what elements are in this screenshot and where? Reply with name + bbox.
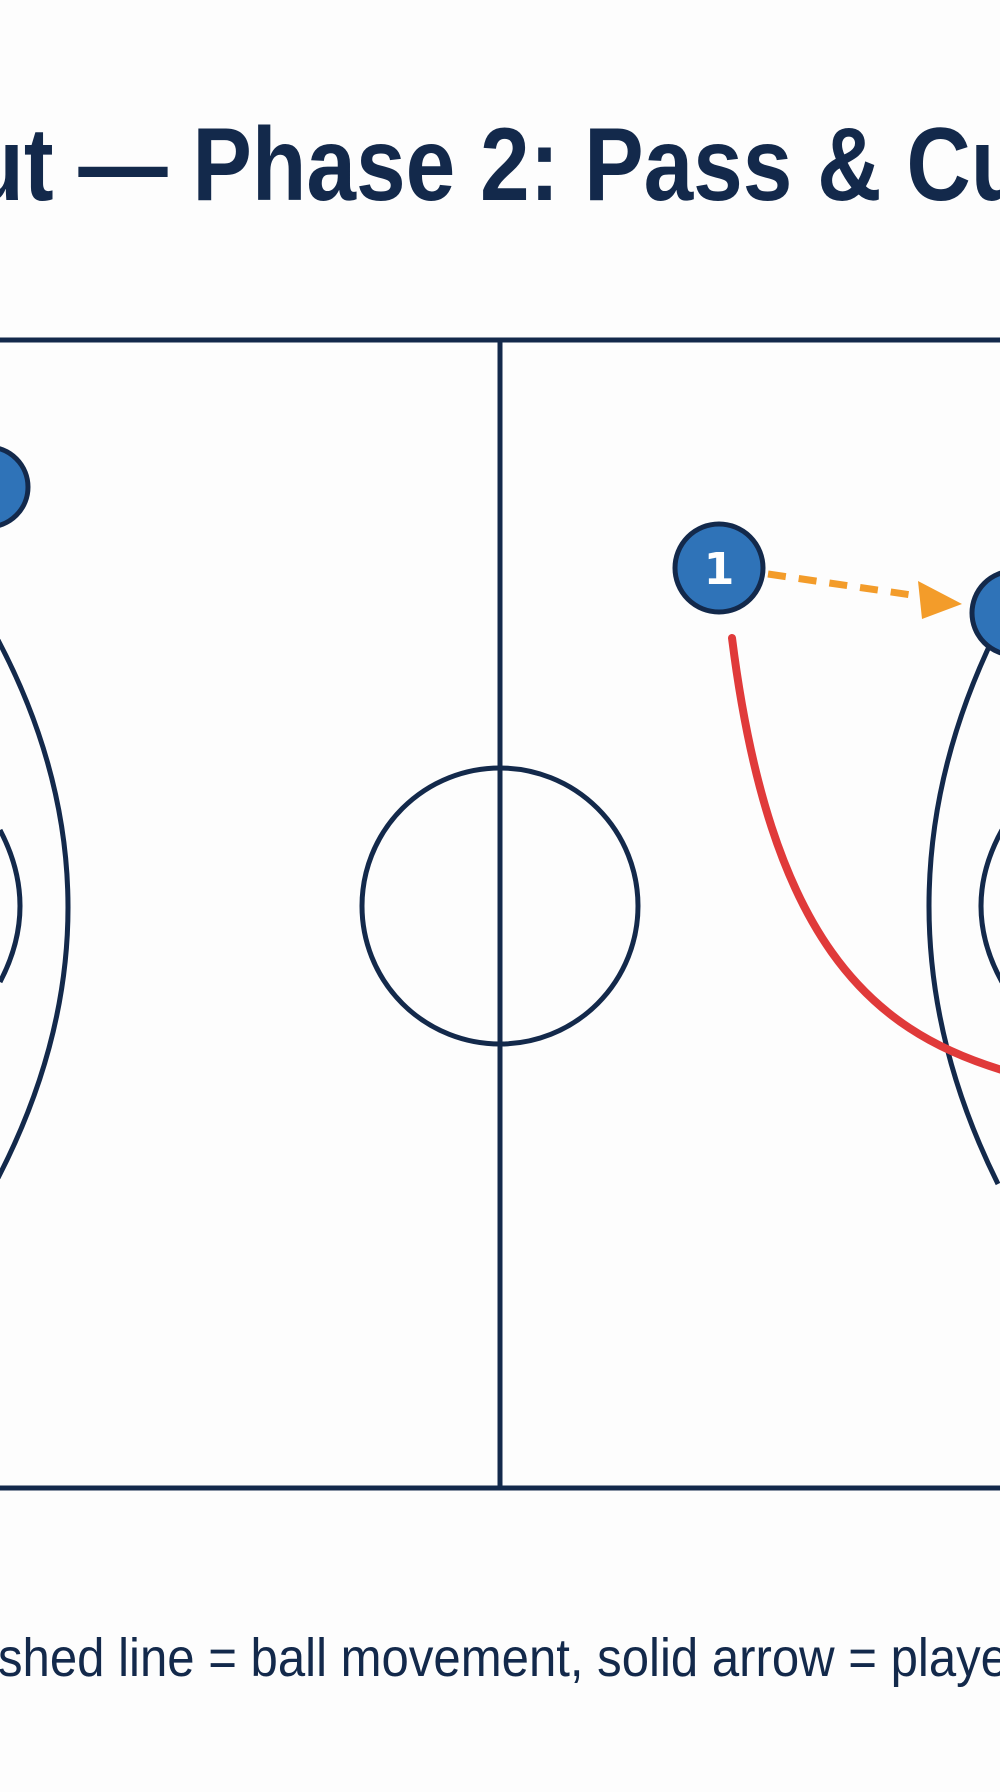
- player-edge-left-circle: [0, 446, 31, 528]
- players: 1: [0, 446, 1000, 656]
- pass-path: [767, 570, 926, 601]
- left-key-arc: [0, 828, 23, 984]
- diagram-title: Cut — Phase 2: Pass & Cut: [0, 107, 1000, 223]
- right-key-arc: [978, 828, 1000, 984]
- player-1-circle: [672, 521, 766, 615]
- left-three-point-arc: [0, 638, 71, 1180]
- movements: [728, 570, 1000, 1074]
- player-1-label: 1: [704, 544, 735, 595]
- legend-caption: shed line = ball movement, solid arrow =…: [0, 1628, 1000, 1688]
- cut-path: [728, 634, 1000, 1074]
- right-three-point-arc: [926, 626, 1000, 1186]
- center-circle: [359, 765, 641, 1047]
- player-edge-right-circle: [969, 570, 1000, 656]
- player-1-marker: 1: [672, 521, 766, 615]
- court: [0, 337, 1000, 1491]
- pass-arrowhead: [918, 581, 962, 619]
